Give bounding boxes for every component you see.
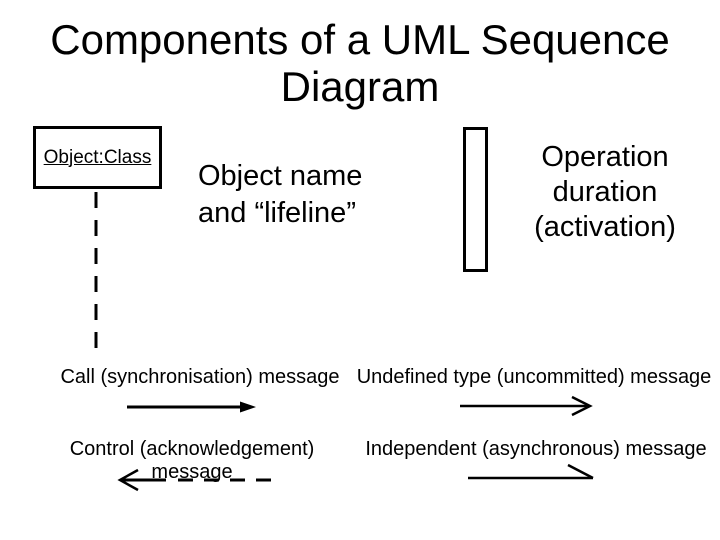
undefined-arrow-icon (460, 395, 593, 417)
activation-bar (463, 127, 488, 272)
activation-caption: Operation duration (activation) (534, 141, 676, 243)
uml-object-label: Object:Class (43, 146, 152, 168)
independent-message-label: Independent (asynchronous) message (365, 438, 707, 460)
independent-arrow-icon (468, 463, 594, 480)
slide-title: Components of a UML Sequence Diagram (50, 16, 670, 110)
lifeline-caption: Object name and “lifeline” (198, 160, 363, 229)
lifeline-dashed-line (94, 192, 98, 350)
control-arrow-icon (117, 468, 273, 492)
uml-object-box: Object:Class (33, 126, 162, 189)
control-message-label: Control (acknowledgement) message (69, 438, 315, 483)
undefined-message-label: Undefined type (uncommitted) message (356, 366, 712, 388)
call-message-label: Call (synchronisation) message (60, 366, 340, 388)
call-arrow-icon (127, 401, 256, 413)
